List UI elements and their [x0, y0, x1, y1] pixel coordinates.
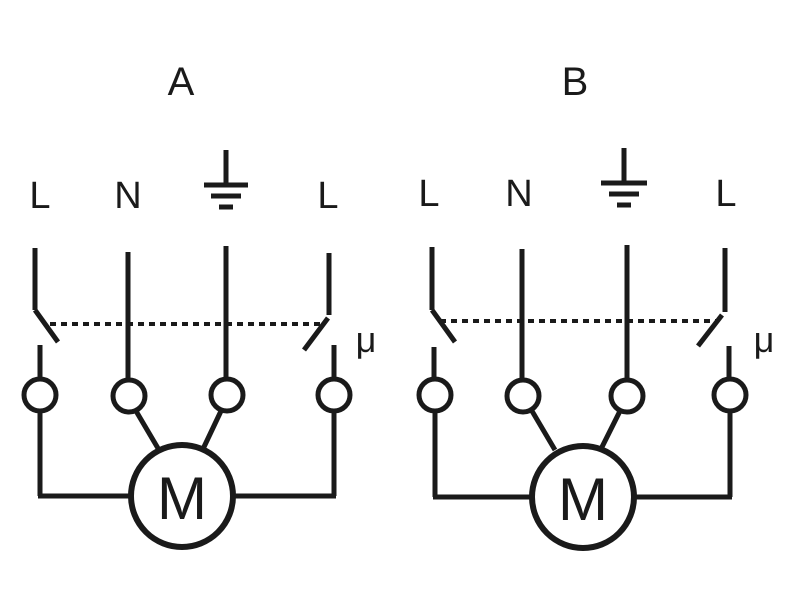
diagram-a-terminal-l1 [21, 376, 59, 414]
diagram-a-terminal-l2 [315, 376, 353, 414]
diagram-b-label-l2: L [715, 173, 736, 215]
diagram-a-label-l2: L [317, 175, 338, 217]
diagram-a-motor-label: M [157, 465, 207, 532]
diagram-b-label-n: N [505, 173, 532, 215]
diagram-a-terminal-n [110, 377, 148, 415]
diagram-a-terminal-ground [208, 376, 246, 414]
ground-icon [204, 150, 248, 210]
diagram-a-title: A [168, 60, 195, 104]
diagram-b-terminal-n [504, 377, 542, 415]
diagram-a-label-n: N [114, 175, 141, 217]
diagram-a-switch-right [302, 253, 337, 378]
diagram-b-switch-left [429, 247, 458, 380]
ground-icon [601, 148, 647, 208]
diagram-b-switch-symbol: μ [754, 319, 775, 360]
diagram-a-motor [128, 442, 236, 550]
diagram-b-motor [529, 443, 637, 551]
diagram-b-terminal-ground [608, 377, 646, 415]
diagram-b-terminal-l2 [711, 376, 749, 414]
diagram-b: B L N L μ [416, 60, 775, 551]
diagram-b-terminal-l1 [416, 376, 454, 414]
diagram-a-switch-symbol: μ [356, 319, 377, 360]
diagram-b-switch-right [696, 248, 732, 378]
diagram-b-title: B [562, 60, 589, 104]
diagram-a: A L N L μ [21, 60, 377, 550]
diagram-a-switch-left [32, 248, 61, 380]
diagram-b-label-l1: L [418, 173, 439, 215]
diagram-a-label-l1: L [29, 175, 50, 217]
diagram-b-motor-label: M [558, 466, 608, 533]
